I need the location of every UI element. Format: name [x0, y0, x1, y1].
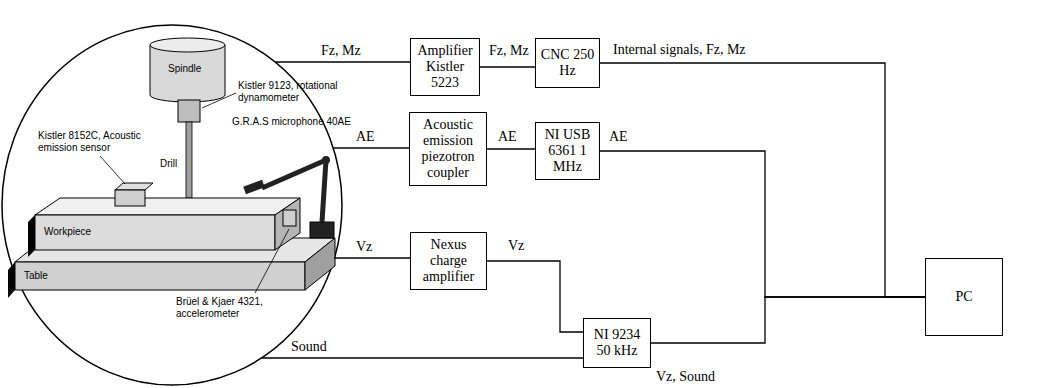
sensor-label: G.R.A.S microphone 40AE: [232, 116, 351, 128]
signal-line: [600, 63, 925, 297]
signal-name: Internal signals, Fz, Mz: [612, 42, 747, 58]
signal-name: Vz, Sound: [655, 369, 716, 385]
signal-line: [480, 66, 535, 67]
box-text: NI USB 6361 1 MHz: [539, 127, 596, 175]
signal-line: [600, 151, 925, 297]
part-label: Table: [24, 270, 48, 282]
sensor-label: Brüel & Kjaer 4321, accelerometer: [176, 296, 296, 320]
process-box: NI USB 6361 1 MHz: [535, 122, 600, 180]
process-box: CNC 250 Hz: [535, 38, 600, 88]
signal-name: Fz, Mz: [320, 43, 362, 59]
part-label: Workpiece: [44, 226, 91, 238]
sensor-label: Kistler 9123, rotational dynamometer: [238, 80, 350, 104]
drill-label: Drill: [160, 158, 177, 170]
signal-name: Vz: [355, 239, 373, 255]
signal-line: [651, 297, 925, 343]
signal-name: Fz, Mz: [488, 43, 530, 59]
box-text: PC: [955, 289, 972, 305]
box-text: Nexus charge amplifier: [414, 237, 483, 285]
box-text: NI 9234 50 kHz: [587, 327, 647, 359]
signal-line: [487, 261, 583, 332]
signal-name: AE: [497, 129, 518, 145]
signal-name: Vz: [507, 238, 525, 254]
signal-name: Sound: [290, 339, 328, 355]
process-box: Amplifier Kistler 5223: [410, 38, 480, 96]
sensor-label: Kistler 8152C, Acoustic emission sensor: [38, 130, 156, 154]
process-box: Nexus charge amplifier: [410, 232, 487, 290]
signal-line: [487, 148, 535, 149]
box-text: Acoustic emission piezotron coupler: [413, 117, 483, 181]
box-text: CNC 250 Hz: [539, 47, 596, 79]
signal-name: AE: [608, 129, 629, 145]
process-box: NI 9234 50 kHz: [583, 318, 651, 368]
spindle-label: Spindle: [168, 63, 201, 75]
process-box: PC: [925, 258, 1003, 336]
signal-name: AE: [355, 129, 376, 145]
process-box: Acoustic emission piezotron coupler: [409, 112, 487, 186]
box-text: Amplifier Kistler 5223: [414, 43, 476, 91]
